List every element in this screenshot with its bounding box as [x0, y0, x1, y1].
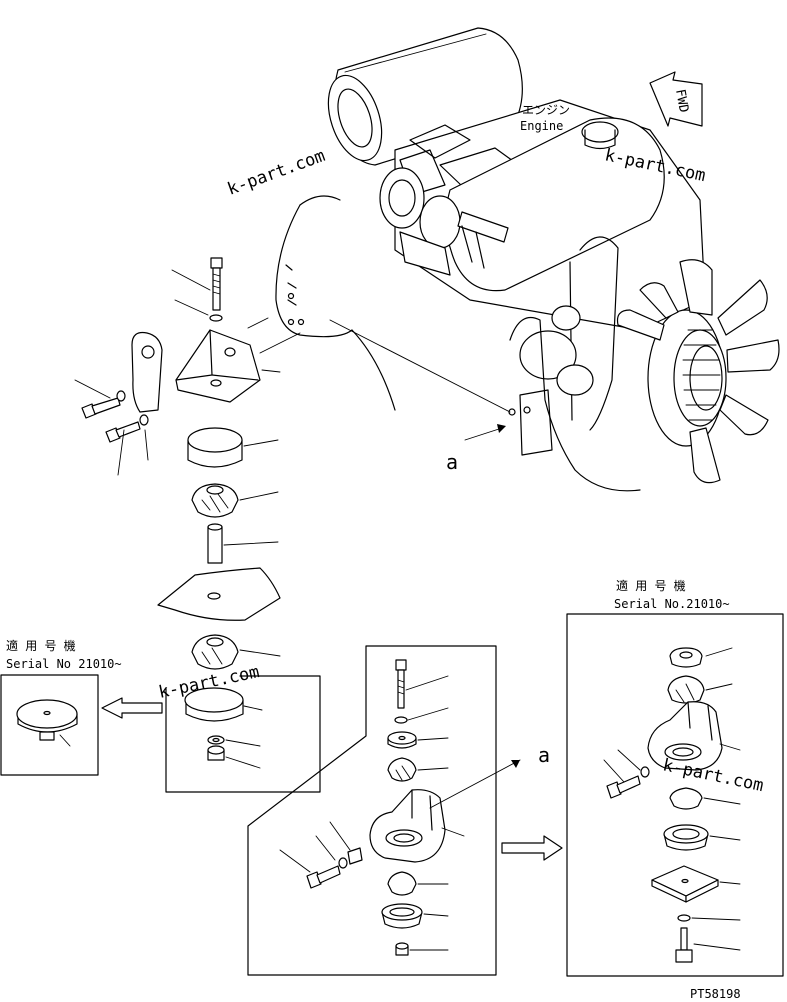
serial-left-jp: 適 用 号 機 [6, 638, 76, 653]
serial-right-en: Serial No.21010~ [614, 597, 730, 611]
right-serial-box [566, 613, 784, 977]
callout-a-detail: a [538, 743, 550, 767]
left-mount-stack [74, 257, 321, 793]
fwd-arrow: FWD [649, 71, 703, 127]
engine-label-en: Engine [520, 119, 563, 133]
engine-assembly [275, 27, 780, 492]
fwd-label: FWD [672, 88, 691, 114]
watermark-1: k-part.com [225, 146, 328, 200]
left-serial-box [0, 674, 163, 776]
callout-a-engine: a [446, 450, 458, 474]
engine-callout: a a [329, 319, 550, 767]
serial-left-en: Serial No 21010~ [6, 657, 122, 671]
drawing-number: PT58198 [690, 987, 741, 1001]
engine-label-jp: エンジン [522, 103, 570, 117]
serial-right-jp: 適 用 号 機 [616, 578, 686, 593]
center-detail-box [247, 645, 563, 976]
